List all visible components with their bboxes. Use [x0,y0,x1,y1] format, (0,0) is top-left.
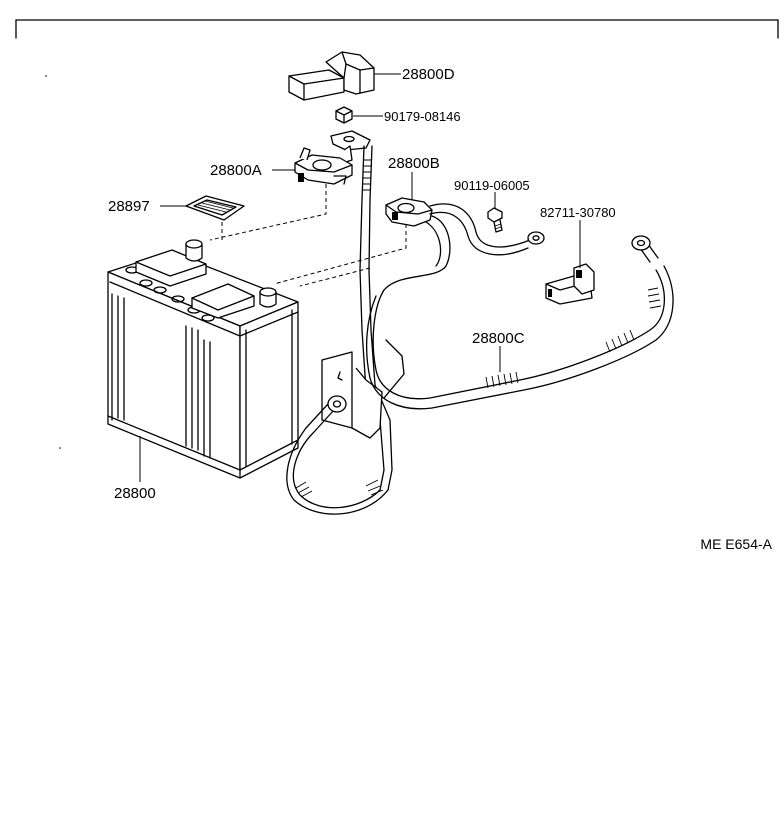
frame-border [15,19,779,39]
nut-icon [335,106,353,124]
battery-icon [107,239,299,479]
part-label-28800D: 28800D [402,66,455,83]
part-label-28897: 28897 [108,198,150,215]
part-label-28800C: 28800C [472,330,525,347]
scan-specks [45,75,61,449]
bolt-icon [487,207,503,233]
cable-bracket-icon [321,339,405,439]
diagram-code: ME E654-A [700,536,772,552]
negative-clamp-icon [383,197,545,291]
part-label-90179-08146: 90179-08146 [384,109,461,124]
bracket-clip-icon [545,263,595,305]
part-label-28800A: 28800A [210,162,262,179]
insulator-pad-icon [185,195,245,221]
main-cable-icon [365,235,674,410]
part-label-82711-30780: 82711-30780 [540,205,616,220]
part-label-90119-06005: 90119-06005 [454,178,530,193]
positive-cable-icon [286,130,393,515]
terminal-cover-icon [288,51,375,101]
part-label-28800B: 28800B [388,155,440,172]
positive-clamp-icon [294,145,353,185]
alignment-dashes [209,184,407,287]
part-label-28800: 28800 [114,485,156,502]
